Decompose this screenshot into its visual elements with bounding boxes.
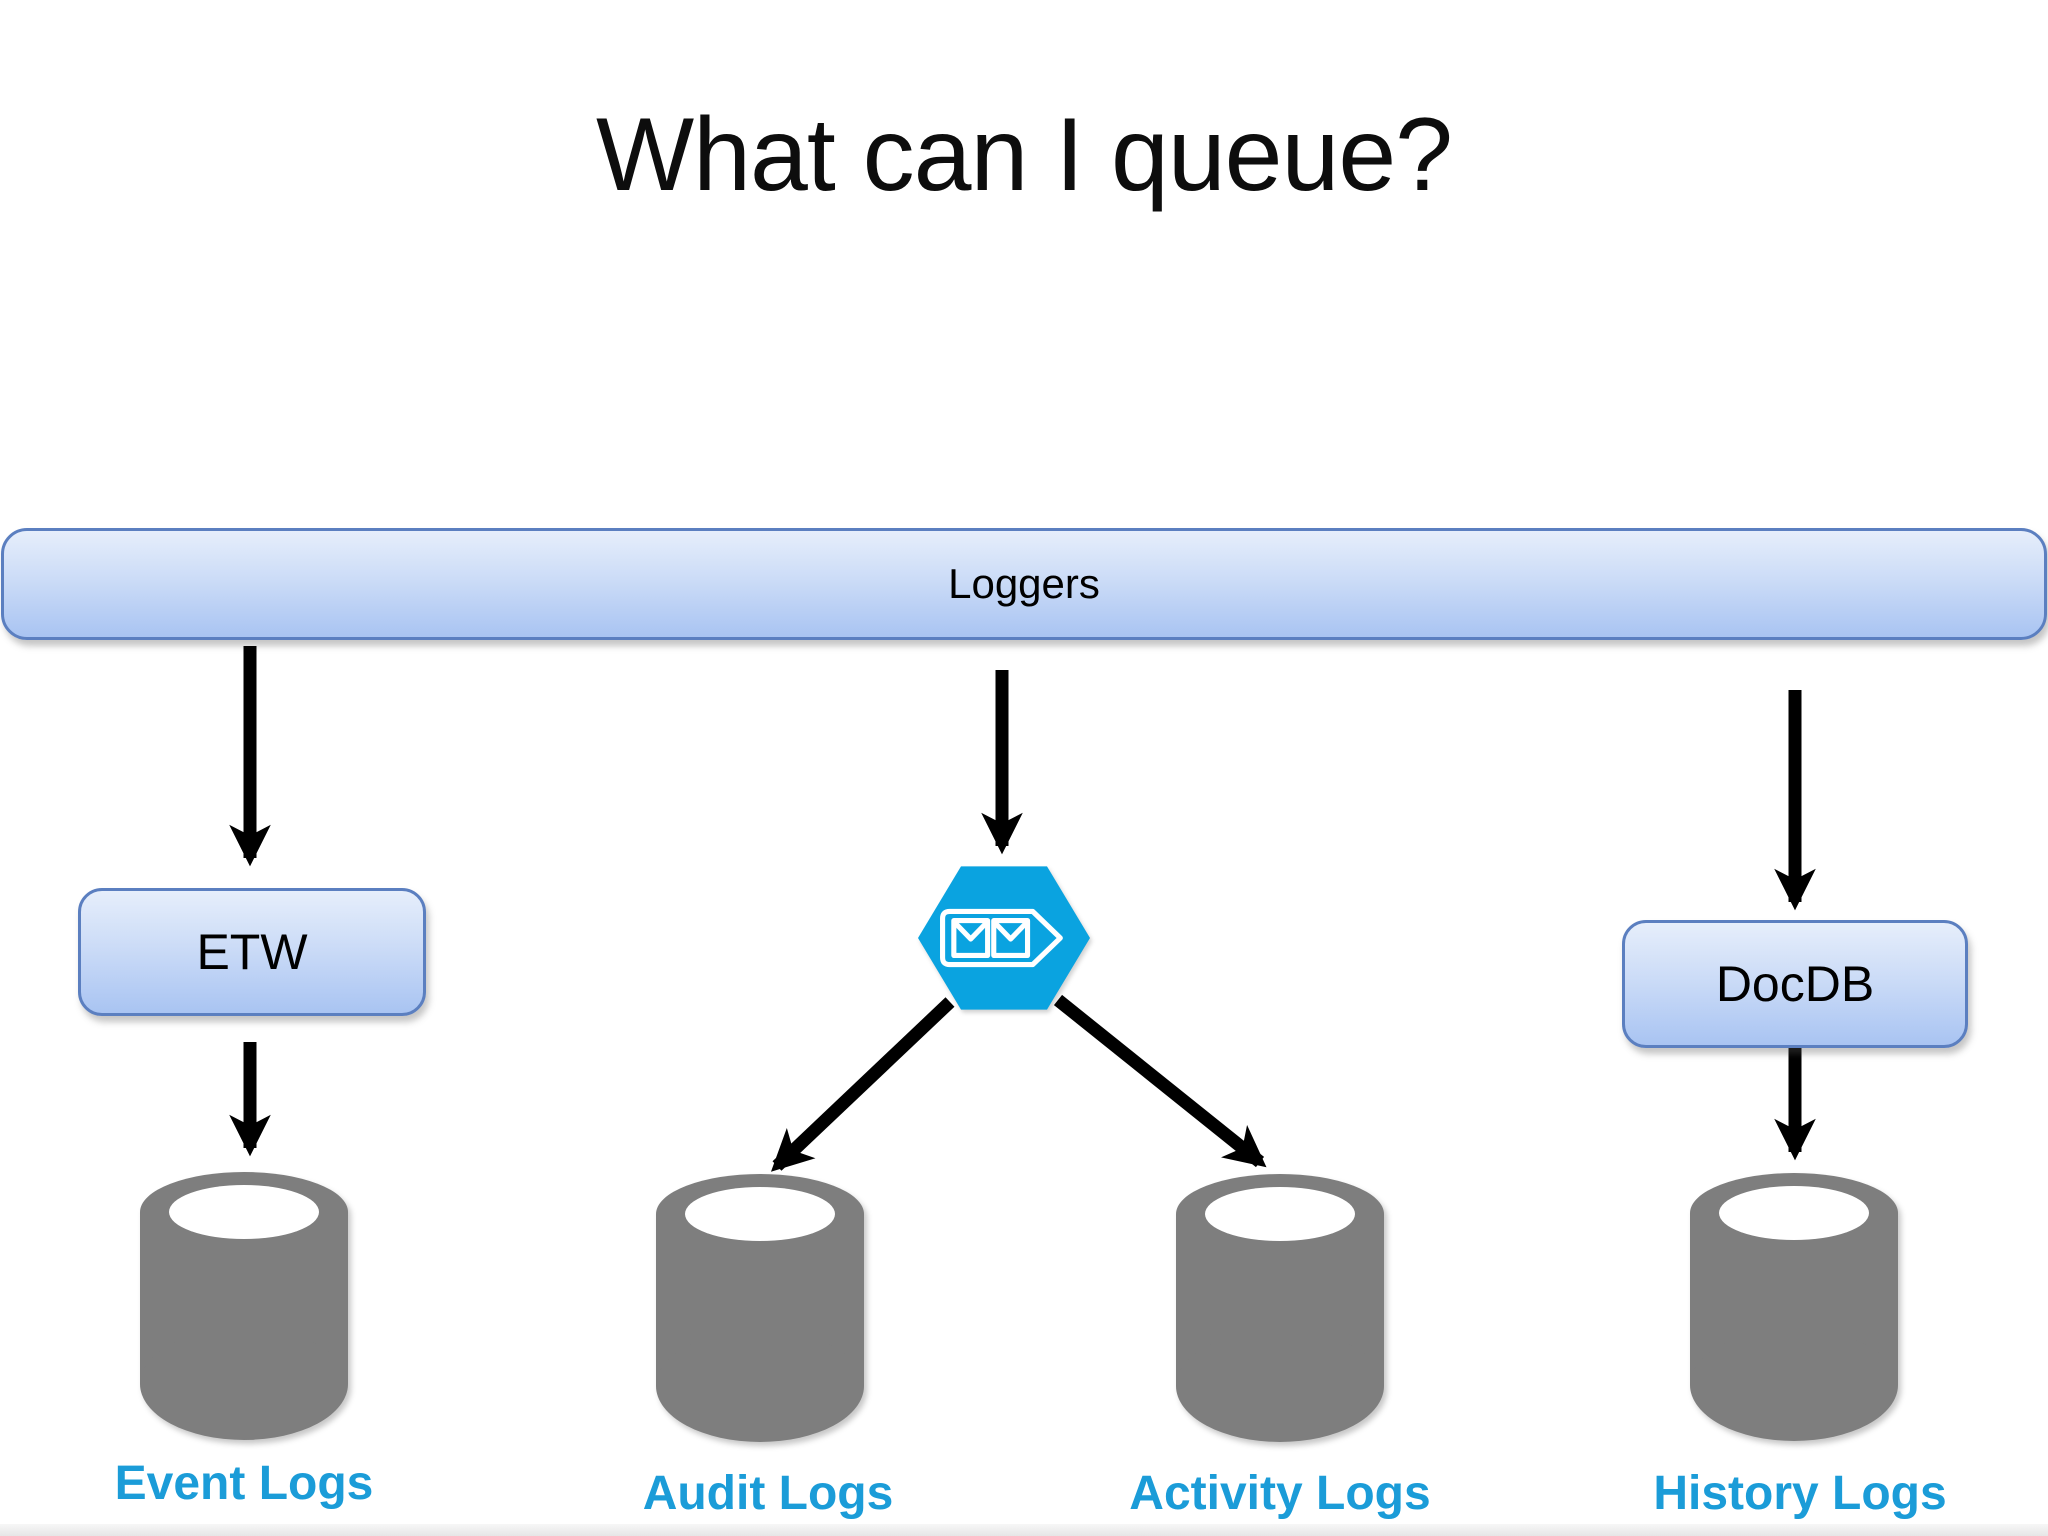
database-cylinder-icon (140, 1172, 348, 1440)
page-title: What can I queue? (595, 97, 1453, 213)
store-label-audit-logs: Audit Logs (642, 1467, 894, 1520)
arrow-queue-to-activity-logs (1053, 994, 1267, 1168)
store-label-activity-logs: Activity Logs (1129, 1467, 1431, 1520)
store-label-event-logs: Event Logs (114, 1457, 374, 1510)
loggers-bar: Loggers (1, 528, 2047, 640)
etw-node: ETW (78, 888, 426, 1016)
docdb-node: DocDB (1622, 920, 1968, 1048)
docdb-node-label: DocDB (1715, 956, 1875, 1012)
loggers-bar-label: Loggers (948, 560, 1100, 607)
etw-node-label: ETW (196, 924, 308, 980)
bottom-edge-strip (0, 1524, 2048, 1536)
database-cylinder-icon (656, 1174, 864, 1442)
database-cylinder-icon (1176, 1174, 1384, 1442)
store-label-history-logs: History Logs (1653, 1467, 1947, 1520)
arrow-queue-to-audit-logs (770, 997, 955, 1172)
database-cylinder-icon (1690, 1173, 1898, 1441)
service-bus-queue-icon (918, 866, 1090, 1010)
